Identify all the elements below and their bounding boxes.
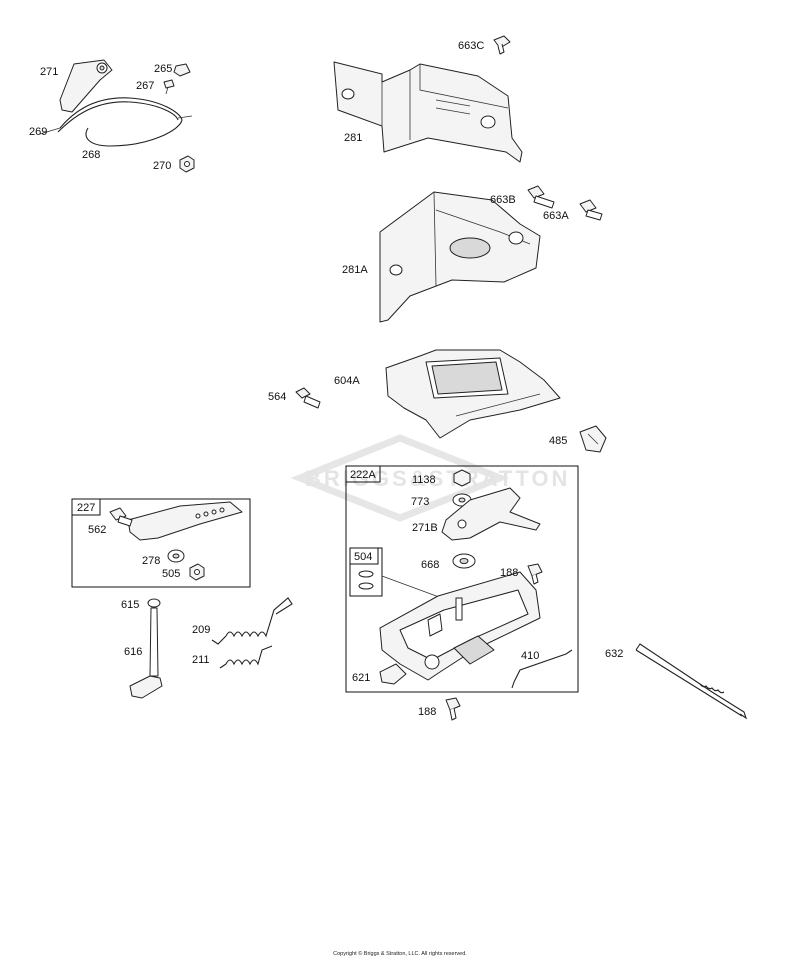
label-485: 485: [549, 435, 567, 447]
part-505-nut: [189, 563, 205, 581]
label-271B: 271B: [412, 522, 438, 534]
label-265: 265: [154, 63, 172, 75]
label-616: 616: [124, 646, 142, 658]
label-564: 564: [268, 391, 286, 403]
part-270-nut: [179, 155, 195, 173]
part-485-clip: [579, 425, 607, 453]
label-211: 211: [192, 654, 210, 666]
label-209: 209: [192, 624, 210, 636]
part-278-washer: [167, 549, 185, 563]
part-604A-cover: [385, 349, 561, 439]
label-604A: 604A: [334, 375, 360, 387]
label-1138: 1138: [412, 474, 436, 486]
part-668-washer: [452, 553, 476, 569]
part-564-bolt: [295, 387, 321, 409]
label-668: 668: [421, 559, 439, 571]
part-188-bolt-upper: [527, 563, 543, 585]
label-505: 505: [162, 568, 180, 580]
label-188-upper: 188: [500, 567, 518, 579]
part-268-cable: [39, 97, 193, 147]
part-211-spring: [219, 645, 273, 669]
box-504: 504: [349, 547, 459, 605]
label-270: 270: [153, 160, 171, 172]
label-773: 773: [411, 496, 429, 508]
part-632-rod: [635, 643, 748, 720]
part-1138-nut: [453, 469, 471, 487]
box-504-label: 504: [354, 551, 372, 563]
box-222A: 222A 504: [345, 465, 579, 693]
part-562-bolt: [109, 507, 133, 527]
part-188-bolt-lower: [445, 697, 461, 721]
part-209-spring: [211, 597, 293, 645]
part-504-washer-b: [358, 582, 374, 590]
part-504-washer-a: [358, 570, 374, 578]
part-281-bracket: [333, 61, 523, 163]
label-281: 281: [344, 132, 362, 144]
label-267: 267: [136, 80, 154, 92]
label-632: 632: [605, 648, 623, 660]
callout-labels: 271 265 267 269 268 270 663C 281 663B 66…: [29, 40, 623, 718]
label-188-lower: 188: [418, 706, 436, 718]
part-410-rod: [511, 649, 573, 689]
box-222A-label: 222A: [350, 469, 376, 481]
label-271: 271: [40, 66, 58, 78]
brand-watermark: BRIGGS&STRATTON: [290, 434, 570, 522]
label-269: 269: [29, 126, 47, 138]
box-227: 227: [71, 498, 251, 588]
part-271-lever: [59, 59, 113, 113]
label-278: 278: [142, 555, 160, 567]
part-267-screw: [163, 79, 175, 95]
part-663B-bolt: [527, 185, 555, 209]
part-663C-screw: [493, 35, 511, 55]
label-663A: 663A: [543, 210, 569, 222]
part-281A-shield: [379, 191, 541, 323]
watermark-text: BRIGGS&STRATTON: [305, 466, 570, 491]
label-615: 615: [121, 599, 139, 611]
part-615-washer: [147, 598, 161, 608]
copyright-notice: Copyright © Briggs & Stratton, LLC. All …: [333, 950, 467, 957]
label-663C: 663C: [458, 40, 484, 52]
label-621: 621: [352, 672, 370, 684]
part-265-clip: [173, 63, 191, 77]
label-281A: 281A: [342, 264, 368, 276]
label-562: 562: [88, 524, 106, 536]
part-663A-bolt: [579, 199, 603, 221]
part-271B-lever: [441, 487, 541, 541]
part-616-shaft: [129, 607, 163, 699]
label-663B: 663B: [490, 194, 516, 206]
part-222A-bracket: [379, 571, 541, 681]
box-227-label: 227: [77, 502, 95, 514]
label-410: 410: [521, 650, 539, 662]
part-621-clip: [379, 663, 407, 685]
part-227-throttle-lever: [127, 501, 243, 541]
label-268: 268: [82, 149, 100, 161]
